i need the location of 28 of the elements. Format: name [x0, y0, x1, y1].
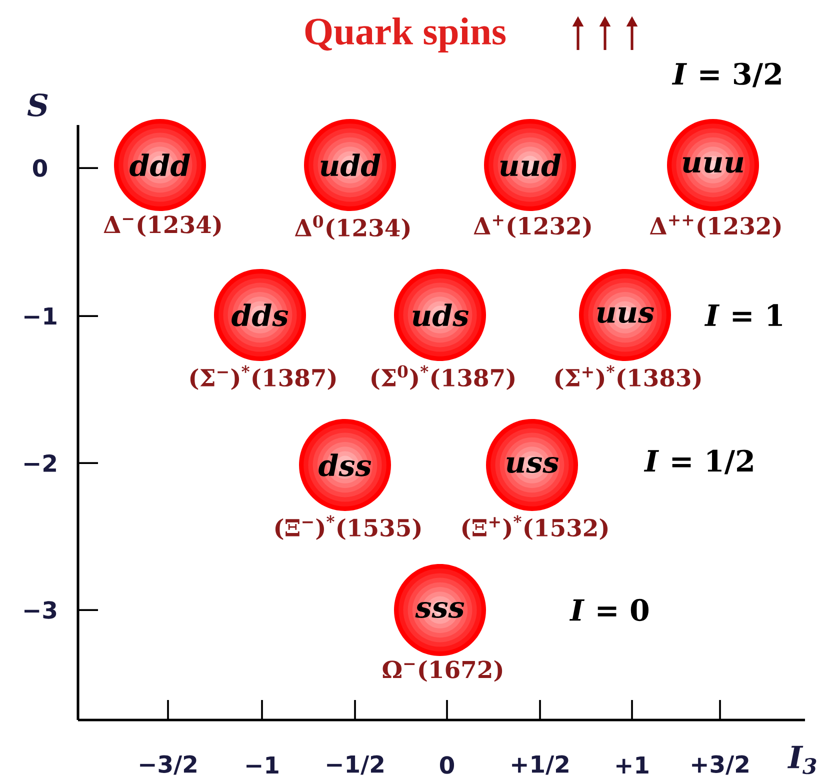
particle-label: Δ$^{++}$(1232) [650, 215, 781, 238]
particle-label: (Ξ$^{+}$)$^{*}$(1532) [462, 515, 608, 540]
isospin-label: I = 0 [569, 598, 648, 622]
particle-label: Δ$^{0}$(1234) [294, 215, 410, 240]
tick-label: 0 [32, 159, 48, 177]
tick-label: −3/2 [140, 755, 196, 775]
tick-label: +1/2 [512, 755, 568, 775]
particle-label: Ω$^{−}$(1672) [382, 660, 502, 682]
particle-label: Δ$^{+}$(1232) [474, 215, 591, 238]
particle-label: Δ$^{−}$(1234) [104, 215, 221, 237]
tick-label: −1 [24, 307, 56, 325]
particle-label: (Σ$^{0}$)$^{*}$(1387) [372, 365, 514, 390]
title: Quark spins [305, 17, 506, 53]
axis-label: S [27, 93, 48, 117]
particle-label: (Ξ$^{−}$)$^{*}$(1535) [275, 515, 421, 540]
particle-label: (Σ$^{+}$)$^{*}$(1383) [555, 365, 701, 390]
isospin-label: I = 1/2 [644, 450, 753, 474]
particle-label: (Σ$^{−}$)$^{*}$(1387) [190, 365, 336, 390]
tick-label: −1 [246, 756, 278, 774]
axis-label: I$_{3}$ [787, 746, 816, 774]
tick-label: −2 [24, 454, 56, 472]
tick-label: −3 [24, 601, 56, 619]
tick-label: 0 [440, 756, 454, 774]
tick-label: −1/2 [327, 755, 384, 775]
tick-label: +3/2 [692, 755, 748, 775]
tick-label: +1 [616, 756, 648, 774]
isospin-label: I = 3/2 [672, 62, 781, 88]
isospin-label: I = 1 [704, 304, 782, 326]
